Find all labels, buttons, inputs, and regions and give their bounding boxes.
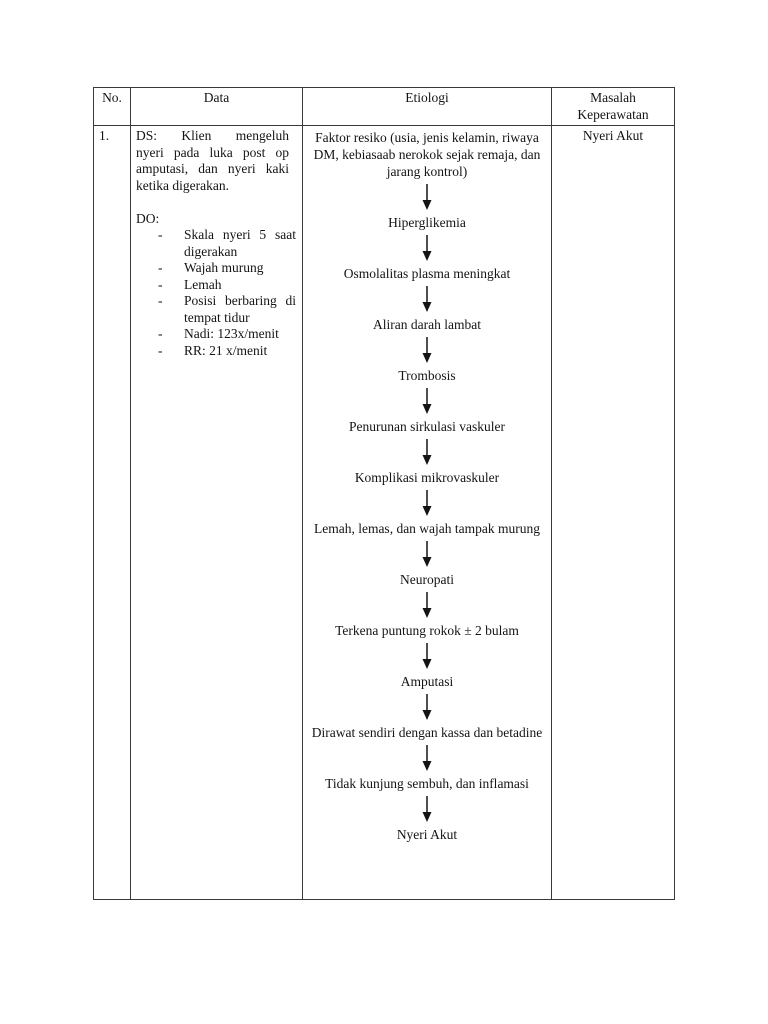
list-item-text: RR: 21 x/menit: [184, 342, 268, 358]
list-item: - Skala nyeri 5 saat digerakan: [158, 227, 297, 260]
ds-line: amputasi, dan nyeri kaki: [136, 161, 289, 176]
flow-node: Tidak kunjung sembuh, dan inflamasi: [325, 776, 529, 791]
flow-node: Lemah, lemas, dan wajah tampak murung: [313, 521, 541, 536]
list-item: - Nadi: 123x/menit: [158, 326, 297, 343]
flow-node: Penurunan sirkulasi vaskuler: [349, 419, 505, 434]
objective-data-label: DO:: [136, 210, 160, 226]
etiology-flowchart: Faktor resiko (usia, jenis kelamin, riwa…: [308, 128, 546, 843]
arrow-down-icon: [422, 490, 432, 516]
flow-node: Neuropati: [400, 572, 454, 587]
arrow-down-icon: [422, 541, 432, 567]
arrow-down-icon: [422, 643, 432, 669]
dash-bullet: -: [158, 293, 163, 308]
list-item-text: Wajah murung: [184, 260, 264, 275]
dash-bullet: -: [158, 342, 163, 358]
dash-bullet: -: [158, 260, 163, 275]
arrow-down-icon: [422, 439, 432, 465]
ds-line: nyeri pada luka post op: [136, 144, 289, 160]
arrow-down-icon: [422, 745, 432, 771]
flow-node: Faktor resiko (usia, jenis kelamin, riwa…: [313, 130, 541, 179]
care-plan-table: No. Data Etiologi Masalah Keperawatan 1.…: [93, 87, 675, 900]
flow-node: Terkena puntung rokok ± 2 bulam: [335, 623, 519, 638]
list-item: - Posisi berbaring di tempat tidur: [158, 293, 297, 326]
arrow-down-icon: [422, 235, 432, 261]
masalah-keperawatan-cell: Nyeri Akut: [551, 125, 675, 900]
dash-bullet: -: [158, 227, 163, 242]
arrow-down-icon: [422, 694, 432, 720]
list-item: - Wajah murung: [158, 260, 297, 277]
arrow-down-icon: [422, 337, 432, 363]
flow-node: Aliran darah lambat: [373, 317, 481, 332]
arrow-down-icon: [422, 184, 432, 210]
objective-data-list: - Skala nyeri 5 saat digerakan - Wajah m…: [158, 227, 297, 359]
list-item: - Lemah: [158, 277, 297, 294]
list-item-text: Nadi: 123x/menit: [184, 326, 279, 341]
flow-node: Dirawat sendiri dengan kassa dan betadin…: [311, 725, 543, 740]
list-item: - RR: 21 x/menit: [158, 343, 297, 360]
data-cell: DS: Klien mengeluh nyeri pada luka post …: [130, 125, 303, 900]
header-cell-etiologi: Etiologi: [302, 87, 552, 126]
dash-bullet: -: [158, 326, 163, 341]
header-cell-no: No.: [93, 87, 131, 126]
table-row: 1. DS: Klien mengeluh nyeri pada luka po…: [93, 125, 675, 900]
table-header-row: No. Data Etiologi Masalah Keperawatan: [93, 87, 675, 126]
flow-node: Hiperglikemia: [388, 215, 466, 230]
flow-node: Osmolalitas plasma meningkat: [343, 266, 511, 281]
header-cell-data: Data: [130, 87, 303, 126]
flow-node: Trombosis: [398, 368, 456, 383]
ds-line: ketika digerakan.: [136, 177, 229, 193]
arrow-down-icon: [422, 286, 432, 312]
list-item-text: Posisi berbaring di tempat tidur: [184, 293, 296, 325]
subjective-data-block: DS: Klien mengeluh nyeri pada luka post …: [136, 128, 289, 194]
flow-node: Amputasi: [400, 674, 454, 689]
list-item-text: Skala nyeri 5 saat digerakan: [184, 227, 296, 259]
row-number-cell: 1.: [93, 125, 131, 900]
arrow-down-icon: [422, 796, 432, 822]
list-item-text: Lemah: [184, 276, 222, 292]
header-cell-masalah: Masalah Keperawatan: [551, 87, 675, 126]
dash-bullet: -: [158, 276, 163, 292]
flow-node: Komplikasi mikrovaskuler: [354, 470, 500, 485]
arrow-down-icon: [422, 388, 432, 414]
blank-line: [136, 194, 297, 211]
nursing-problem-text: Nyeri Akut: [582, 128, 644, 143]
ds-line: DS: Klien mengeluh: [136, 128, 289, 143]
flow-node: Nyeri Akut: [396, 827, 458, 842]
etiologi-cell: Faktor resiko (usia, jenis kelamin, riwa…: [302, 125, 552, 900]
arrow-down-icon: [422, 592, 432, 618]
